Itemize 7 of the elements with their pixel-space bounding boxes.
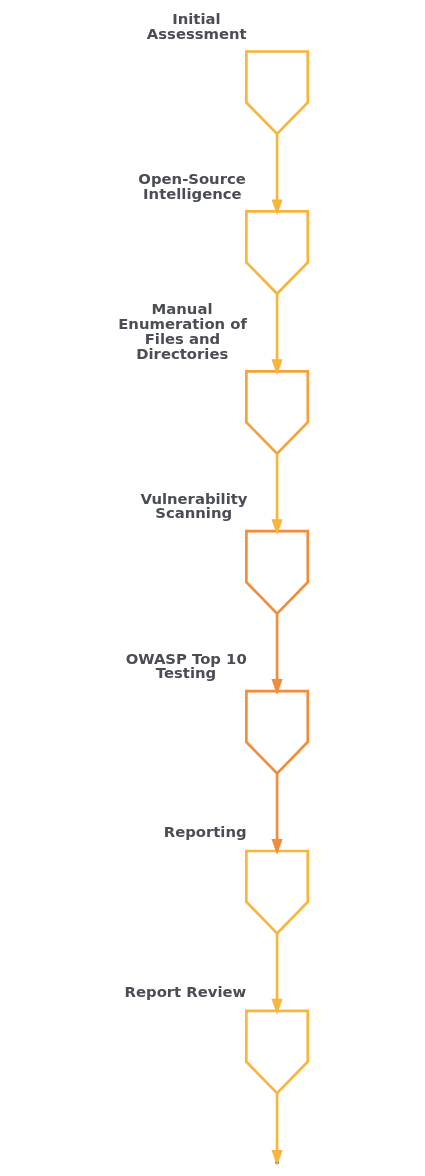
node-label: Open-Source Intelligence [137, 169, 246, 202]
node-label: Initial Assessment [146, 10, 247, 42]
node-label: Vulnerability Scanning [139, 489, 247, 522]
node-label: Manual Enumeration of Files and Directories [117, 300, 247, 362]
node-label: Reporting [163, 823, 247, 841]
node-label: OWASP Top 10 Testing [125, 649, 247, 682]
node-label: Report Review [124, 983, 246, 1001]
